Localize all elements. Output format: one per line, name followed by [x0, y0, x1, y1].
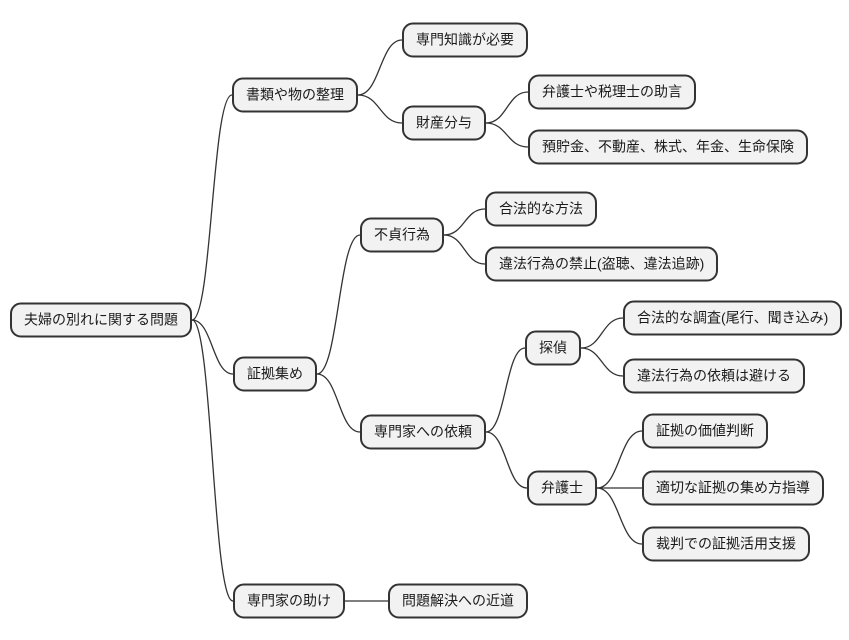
edge-expert-request-to-detective [485, 347, 526, 433]
node-document-organizing: 書類や物の整理 [232, 77, 358, 113]
edge-evidence-to-expert-request [316, 373, 361, 433]
node-lawyer: 弁護士 [527, 470, 597, 506]
node-expert-knowledge: 専門知識が必要 [402, 22, 528, 58]
edge-zaisan-to-advice [485, 91, 529, 124]
edge-lawyer-to-court-support [596, 487, 643, 545]
node-legal-investigation: 合法的な調査(尾行、聞き込み) [623, 300, 843, 336]
node-avoid-illegal-request: 違法行為の依頼は避ける [623, 358, 805, 394]
edge-detective-to-legal-investigation [580, 317, 624, 349]
edge-lawyer-to-value-judgment [596, 430, 643, 489]
node-evidence-value: 証拠の価値判断 [642, 413, 768, 449]
edge-root-to-docs [191, 94, 233, 321]
edge-expert-request-to-lawyer [485, 431, 528, 489]
edge-evidence-to-futei [316, 234, 361, 375]
node-legal-method: 合法的な方法 [485, 191, 597, 227]
node-evidence-gathering: 証拠集め [233, 356, 317, 392]
edge-zaisan-to-assets [485, 122, 529, 148]
node-property-division: 財産分与 [402, 105, 486, 141]
node-expert-help: 専門家の助け [233, 583, 345, 619]
edge-futei-to-illegal-ban [443, 234, 486, 265]
node-asset-types: 預貯金、不動産、株式、年金、生命保険 [528, 129, 808, 165]
node-collection-guidance: 適切な証拠の集め方指導 [642, 470, 824, 506]
node-root-problem: 夫婦の別れに関する問題 [10, 302, 192, 338]
edge-docs-to-zaisan [357, 94, 403, 124]
edge-docs-to-expertise [357, 39, 403, 96]
edge-futei-to-legal-method [443, 208, 486, 236]
node-lawyer-tax-advice: 弁護士や税理士の助言 [528, 74, 696, 110]
node-solution-shortcut: 問題解決への近道 [388, 583, 528, 619]
node-detective: 探偵 [525, 330, 581, 366]
node-expert-request: 専門家への依頼 [360, 414, 486, 450]
edge-detective-to-avoid-illegal [580, 347, 624, 377]
node-infidelity: 不貞行為 [360, 217, 444, 253]
edge-root-to-expert-help [191, 319, 234, 602]
edge-root-to-evidence [191, 319, 234, 375]
node-court-support: 裁判での証拠活用支援 [642, 526, 810, 562]
node-illegal-acts-ban: 違法行為の禁止(盗聴、違法追跡) [485, 246, 719, 282]
